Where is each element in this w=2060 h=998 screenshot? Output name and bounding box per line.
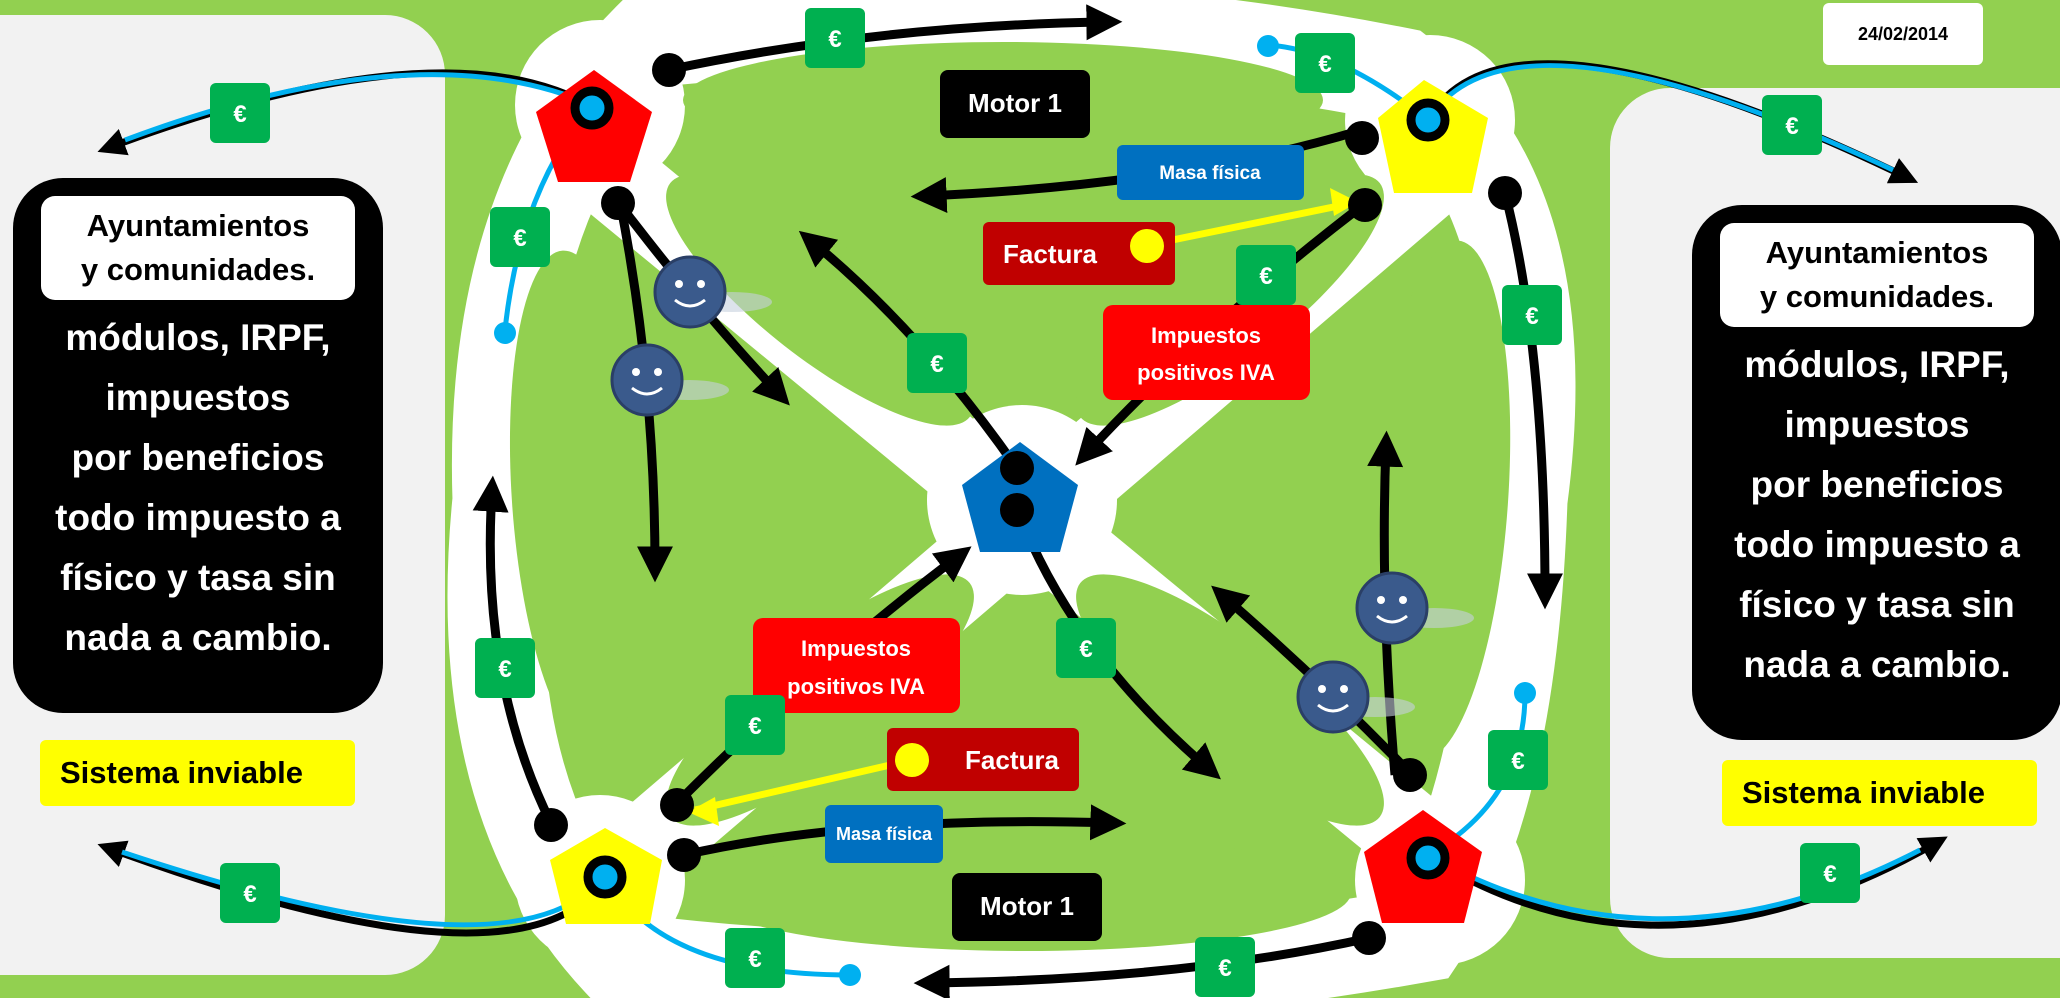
smiley-icon — [653, 255, 772, 329]
svg-text:€: € — [828, 26, 841, 53]
svg-text:€: € — [233, 101, 246, 128]
factura-label-top-text: Factura — [1003, 239, 1097, 269]
factura-label-bottom-text: Factura — [965, 745, 1059, 775]
motor-label-bottom: Motor 1 — [952, 873, 1102, 941]
left-entity-label: Ayuntamientos y comunidades. — [41, 196, 355, 300]
factura-label-bottom: Factura — [887, 728, 1079, 791]
right-status-label: Sistema inviable — [1722, 760, 2037, 826]
svg-text:€: € — [748, 713, 761, 740]
masa-label-bottom-text: Masa física — [836, 824, 933, 844]
svg-text:€: € — [1218, 955, 1231, 982]
euro-icon: € — [220, 863, 280, 923]
hub-rings — [570, 86, 1450, 899]
smiley-icon — [1355, 571, 1474, 645]
euro-icon: € — [1762, 95, 1822, 155]
euro-icon: € — [210, 83, 270, 143]
euro-icon: € — [1195, 937, 1255, 997]
right-entity-label: Ayuntamientos y comunidades. — [1720, 223, 2034, 327]
svg-text:€: € — [1079, 636, 1092, 663]
euro-icon: € — [907, 333, 967, 393]
endpoint-dots — [534, 53, 1522, 955]
iva-label-top: Impuestos positivos IVA — [1103, 305, 1310, 400]
svg-text:€: € — [1511, 748, 1524, 775]
left-status-label: Sistema inviable — [40, 740, 355, 806]
date-label: 24/02/2014 — [1823, 3, 1983, 65]
euro-icon: € — [475, 638, 535, 698]
factura-label-top: Factura — [983, 222, 1175, 285]
svg-text:€: € — [930, 351, 943, 378]
smiley-faces — [610, 255, 1474, 734]
svg-text:€: € — [243, 881, 256, 908]
svg-text:€: € — [1785, 113, 1798, 140]
svg-text:€: € — [1525, 303, 1538, 330]
money-line-ends — [494, 35, 1536, 986]
smiley-icon — [610, 343, 729, 417]
euro-badges: € € € € € € € € € € € € € € € € — [210, 8, 1860, 997]
svg-text:€: € — [1318, 51, 1331, 78]
iva-label-bottom-line1: Impuestos — [801, 636, 911, 661]
euro-icon: € — [1800, 843, 1860, 903]
iva-label-top-line1: Impuestos — [1151, 323, 1261, 348]
masa-label-bottom: Masa física — [825, 805, 943, 863]
iva-label-bottom: Impuestos positivos IVA — [753, 618, 960, 713]
factura-arrowheads — [688, 188, 1358, 826]
masa-label-top: Masa física — [1117, 145, 1304, 200]
euro-icon: € — [1056, 618, 1116, 678]
euro-icon: € — [490, 207, 550, 267]
euro-icon: € — [1502, 285, 1562, 345]
iva-label-top-line2: positivos IVA — [1137, 360, 1275, 385]
masa-label-top-text: Masa física — [1159, 163, 1261, 184]
right-tax-box: Ayuntamientos y comunidades. módulos, IR… — [1692, 205, 2060, 740]
svg-text:€: € — [498, 656, 511, 683]
euro-icon: € — [1236, 245, 1296, 305]
svg-text:€: € — [748, 946, 761, 973]
svg-text:€: € — [1823, 861, 1836, 888]
motor-label-top-text: Motor 1 — [968, 88, 1062, 118]
euro-icon: € — [1295, 33, 1355, 93]
iva-label-bottom-line2: positivos IVA — [787, 674, 925, 699]
motor-label-top: Motor 1 — [940, 70, 1090, 138]
motor-label-bottom-text: Motor 1 — [980, 891, 1074, 921]
svg-text:€: € — [513, 225, 526, 252]
smiley-icon — [1296, 660, 1415, 734]
right-tax-list: módulos, IRPF, impuestos por beneficios … — [1734, 344, 2020, 685]
euro-icon: € — [805, 8, 865, 68]
euro-icon: € — [725, 695, 785, 755]
euro-icon: € — [725, 928, 785, 988]
left-tax-list: módulos, IRPF, impuestos por beneficios … — [55, 317, 341, 658]
factura-arrows — [694, 199, 1354, 814]
svg-text:€: € — [1259, 263, 1272, 290]
left-tax-box: Ayuntamientos y comunidades. módulos, IR… — [13, 178, 383, 713]
euro-icon: € — [1488, 730, 1548, 790]
